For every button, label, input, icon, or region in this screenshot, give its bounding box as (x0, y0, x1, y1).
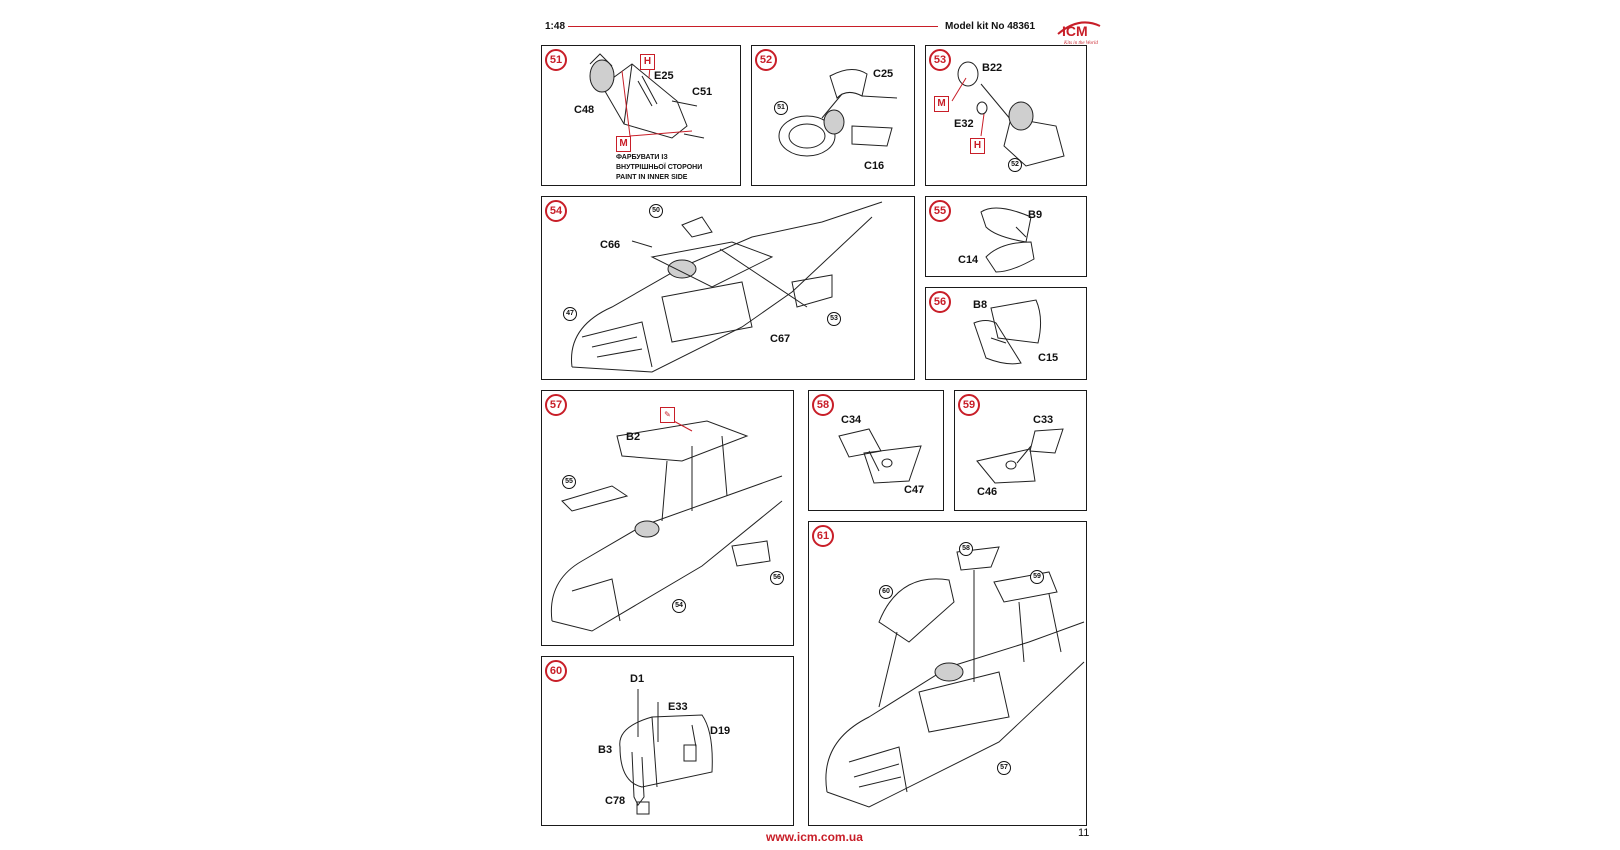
step-58-panel: 58 C34 C47 (808, 390, 944, 511)
page-number: 11 (1078, 827, 1090, 839)
paint-code-m: M (934, 96, 949, 112)
part-label: C47 (904, 484, 925, 496)
logo-text: ICM (1062, 23, 1088, 39)
step-ref: 59 (1030, 570, 1044, 584)
step-61-panel: 61 58 59 60 57 (808, 521, 1087, 826)
step-ref: 56 (770, 571, 784, 585)
part-label: E32 (954, 118, 974, 130)
paint-code-m: M (616, 136, 631, 152)
part-label: E25 (654, 70, 674, 82)
part-label: E33 (668, 701, 688, 713)
step-59-number: 59 (958, 394, 980, 416)
part-label: C33 (1033, 414, 1054, 426)
paint-note-en: PAINT IN INNER SIDE (616, 174, 688, 181)
step-ref: 47 (563, 307, 577, 321)
step-ref: 57 (997, 761, 1011, 775)
step-56-panel: 56 B8 C15 (925, 287, 1087, 380)
step-ref: 55 (562, 475, 576, 489)
part-label: B8 (973, 299, 988, 311)
part-label: C51 (692, 86, 713, 98)
step-60-panel: 60 D1 E33 D19 B3 C78 (541, 656, 794, 826)
scale-label: 1:48 (545, 21, 566, 32)
kit-number: Model kit No 48361 (945, 21, 1036, 32)
header-rule (568, 26, 938, 27)
part-label: D19 (710, 725, 731, 737)
step-ref: 50 (649, 204, 663, 218)
step-ref: 53 (827, 312, 841, 326)
step-ref: 60 (879, 585, 893, 599)
step-59-panel: 59 C33 C46 (954, 390, 1087, 511)
part-label: C48 (574, 104, 595, 116)
part-label: D1 (630, 673, 645, 685)
part-label: C78 (605, 795, 626, 807)
step-52-panel: 52 C25 51 C16 (751, 45, 915, 186)
step-56-number: 56 (929, 291, 951, 313)
part-label: C67 (770, 333, 791, 345)
step-ref: 51 (774, 101, 788, 115)
step-ref: 54 (672, 599, 686, 613)
step-52-number: 52 (755, 49, 777, 71)
step-54-number: 54 (545, 200, 567, 222)
part-label: B2 (626, 431, 641, 443)
part-label: C34 (841, 414, 862, 426)
footer-url[interactable]: www.icm.com.ua (766, 830, 863, 844)
part-label: C66 (600, 239, 621, 251)
part-label: C25 (873, 68, 894, 80)
step-60-number: 60 (545, 660, 567, 682)
step-61-number: 61 (812, 525, 834, 547)
step-53-panel: 53 B22 M E32 H 52 (925, 45, 1087, 186)
step-ref: 58 (959, 542, 973, 556)
part-label: C15 (1038, 352, 1059, 364)
paint-code-h: H (640, 54, 655, 70)
part-label: B22 (982, 62, 1003, 74)
part-label: B9 (1028, 209, 1043, 221)
part-label: C46 (977, 486, 998, 498)
icm-logo: ICM Kits in the World (1052, 12, 1106, 46)
paint-brush-icon: ✎ (660, 407, 675, 423)
step-53-number: 53 (929, 49, 951, 71)
part-label: C14 (958, 254, 979, 266)
paint-note-ua: ФАРБУВАТИ ІЗ (616, 154, 668, 161)
paint-note-ua-2: ВНУТРІШНЬОЇ СТОРОНИ (616, 164, 703, 171)
step-54-panel: 54 50 C66 47 53 C67 (541, 196, 915, 380)
step-ref: 52 (1008, 158, 1022, 172)
step-51-number: 51 (545, 49, 567, 71)
step-55-panel: 55 B9 C14 (925, 196, 1087, 277)
part-label: C16 (864, 160, 885, 172)
step-55-number: 55 (929, 200, 951, 222)
step-57-panel: 57 ✎ B2 55 56 54 (541, 390, 794, 646)
logo-tagline: Kits in the World (1063, 41, 1098, 46)
step-51-panel: 51 H E25 C51 C48 M ФАРБУВАТИ ІЗ ВНУТРІШН… (541, 45, 741, 186)
step-58-number: 58 (812, 394, 834, 416)
step-57-number: 57 (545, 394, 567, 416)
paint-code-h: H (970, 138, 985, 154)
part-label: B3 (598, 744, 613, 756)
